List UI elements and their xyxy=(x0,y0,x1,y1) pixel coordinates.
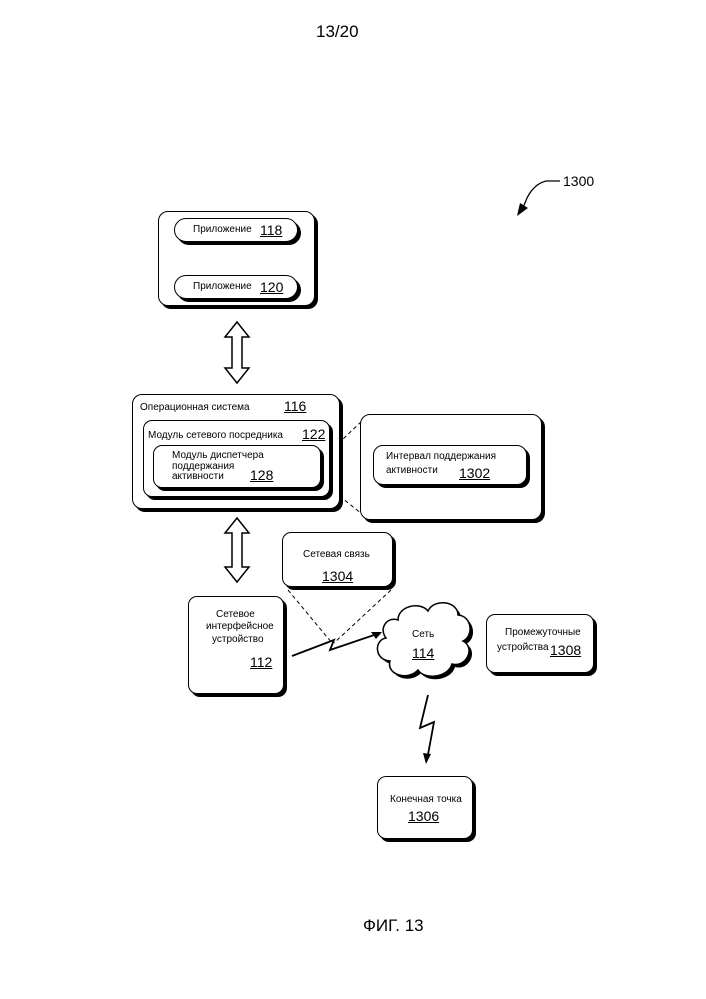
network-label: Сеть xyxy=(412,629,434,640)
intermediate-devices-line1: Промежуточные xyxy=(505,627,581,638)
double-arrow-os-nic xyxy=(225,518,249,582)
application-118-number: 118 xyxy=(260,222,282,238)
network-number: 114 xyxy=(412,645,434,661)
network-communication-label: Сетевая связь xyxy=(303,549,370,560)
nic-line2: интерфейсное xyxy=(206,621,274,632)
endpoint-label: Конечная точка xyxy=(390,794,462,805)
nic-line3: устройство xyxy=(212,634,264,645)
figure-caption: ФИГ. 13 xyxy=(363,916,424,936)
operating-system-number: 116 xyxy=(284,398,306,414)
network-communication-number: 1304 xyxy=(322,568,353,584)
operating-system-label: Операционная система xyxy=(140,402,250,413)
wireless-link-icon-2 xyxy=(420,695,434,760)
keepalive-manager-line3: активности xyxy=(172,471,224,482)
network-proxy-module-number: 122 xyxy=(302,426,325,442)
nic-number: 112 xyxy=(250,654,272,670)
keepalive-manager-number: 128 xyxy=(250,467,273,483)
nic-line1: Сетевое xyxy=(216,609,255,620)
keepalive-interval-number: 1302 xyxy=(459,465,490,481)
cloud-icon xyxy=(377,603,473,680)
keepalive-interval-line2: активности xyxy=(386,465,438,476)
double-arrow-apps-os xyxy=(225,322,249,383)
network-proxy-module-label: Модуль сетевого посредника xyxy=(148,430,283,441)
keepalive-manager-line1: Модуль диспетчера xyxy=(172,450,264,461)
application-120-label: Приложение xyxy=(193,281,252,292)
application-120-number: 120 xyxy=(260,279,283,295)
keepalive-interval-line1: Интервал поддержания xyxy=(386,451,496,462)
figure-ref-number: 1300 xyxy=(563,173,594,189)
wireless-link-icon xyxy=(292,633,380,656)
application-118-label: Приложение xyxy=(193,224,252,235)
intermediate-devices-number: 1308 xyxy=(550,642,581,658)
endpoint-number: 1306 xyxy=(408,808,439,824)
intermediate-devices-line2: устройства xyxy=(497,642,549,653)
